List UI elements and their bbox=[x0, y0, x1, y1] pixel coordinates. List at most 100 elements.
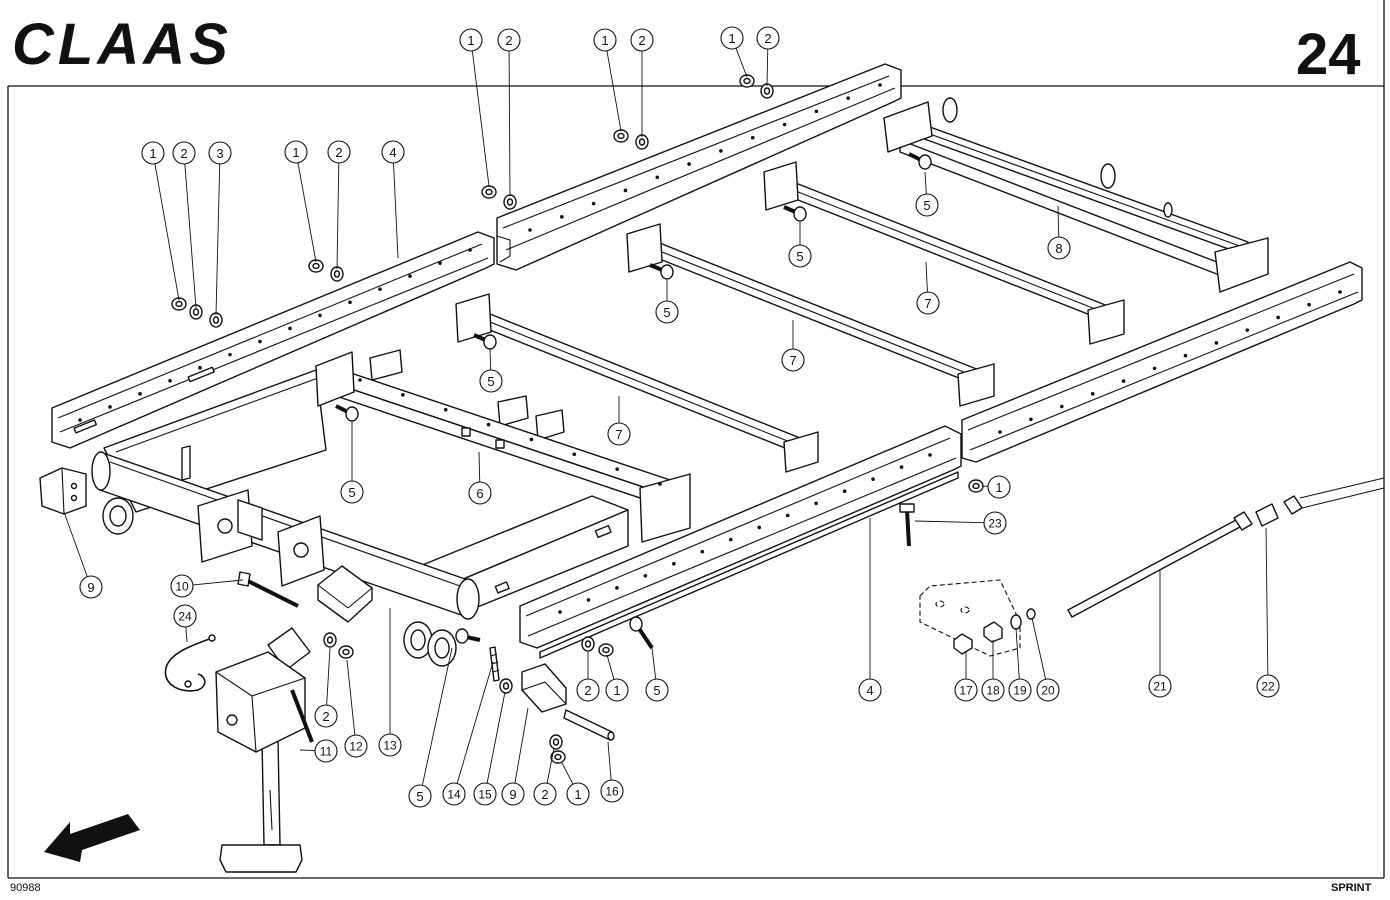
callout-number: 7 bbox=[924, 296, 931, 311]
callout-number: 1 bbox=[467, 33, 474, 48]
callout-number: 7 bbox=[615, 427, 622, 442]
washer bbox=[760, 83, 774, 99]
callout-circle bbox=[858, 678, 882, 702]
jack-foot-plate bbox=[219, 844, 303, 873]
jack-lower-tube bbox=[261, 739, 281, 846]
strap-bar bbox=[539, 471, 959, 659]
callout-14: 14 bbox=[442, 661, 494, 806]
callout-circle bbox=[501, 782, 525, 806]
bolt-hole bbox=[438, 261, 442, 265]
leader-line bbox=[766, 48, 769, 87]
bolt-hole bbox=[719, 149, 723, 153]
leader-line bbox=[326, 647, 331, 706]
callout-circle bbox=[1036, 678, 1060, 702]
bolt-hole bbox=[687, 162, 691, 166]
leader-line bbox=[1015, 627, 1020, 680]
callout-2: 2 bbox=[630, 28, 654, 137]
callout-number: 1 bbox=[574, 787, 581, 802]
carriage-bolt bbox=[335, 404, 359, 422]
bolt-hole bbox=[846, 96, 850, 100]
pin-end bbox=[607, 731, 615, 741]
fitting-17 bbox=[953, 633, 973, 655]
bolt-hole bbox=[672, 561, 676, 566]
head-edge bbox=[251, 695, 257, 753]
side-rail-left bbox=[51, 231, 495, 449]
bolt-head bbox=[237, 571, 251, 587]
bolt-23 bbox=[899, 503, 915, 547]
end-plate bbox=[455, 293, 492, 343]
tube-slot bbox=[269, 789, 273, 831]
bolt-hole bbox=[814, 109, 819, 114]
hex-nut bbox=[481, 185, 497, 199]
end-plate bbox=[763, 161, 799, 211]
drawing-frame bbox=[7, 0, 1385, 879]
coupling-22 bbox=[1255, 503, 1279, 527]
callout-circle bbox=[381, 140, 405, 164]
callout-3: 3 bbox=[208, 141, 232, 316]
cable-end bbox=[208, 634, 216, 642]
callout-5: 5 bbox=[655, 280, 679, 324]
pin-16 bbox=[563, 709, 613, 741]
callout-number: 1 bbox=[292, 145, 299, 160]
leader-line bbox=[471, 50, 490, 187]
callout-number: 5 bbox=[653, 683, 660, 698]
leader-line bbox=[184, 163, 197, 309]
leader-line bbox=[346, 659, 356, 736]
washer-bore bbox=[192, 308, 200, 316]
callout-circle bbox=[497, 28, 521, 52]
bolt-shank bbox=[247, 579, 299, 608]
flange-edge bbox=[967, 273, 1355, 431]
spring-pin bbox=[489, 646, 500, 682]
washer bbox=[499, 678, 513, 694]
bolt-hole bbox=[1090, 392, 1095, 396]
callout-1: 1 bbox=[981, 475, 1011, 499]
leader-line bbox=[561, 762, 574, 785]
leader-line bbox=[486, 691, 506, 784]
callout-number: 2 bbox=[180, 146, 187, 161]
plate-hole bbox=[293, 542, 309, 558]
callout-20: 20 bbox=[1031, 617, 1060, 702]
callout-2: 2 bbox=[172, 141, 197, 309]
flange-edge bbox=[502, 75, 890, 229]
callout-number: 1 bbox=[995, 480, 1002, 495]
hex-nut bbox=[598, 643, 614, 657]
washer-bore bbox=[326, 636, 334, 644]
bolt-holes bbox=[78, 83, 1342, 614]
callout-7: 7 bbox=[916, 261, 940, 315]
bolt-hole bbox=[785, 513, 790, 518]
callout-4: 4 bbox=[858, 518, 882, 702]
stanchion bbox=[181, 445, 191, 481]
callout-number: 5 bbox=[923, 198, 930, 213]
callout-18: 18 bbox=[981, 640, 1005, 702]
nut-bore bbox=[972, 482, 980, 490]
callout-number: 12 bbox=[349, 740, 363, 754]
bolt-hole bbox=[558, 610, 562, 614]
callout-number: 2 bbox=[638, 33, 645, 48]
carriage-bolt bbox=[455, 628, 481, 644]
leader-line bbox=[607, 741, 612, 781]
tube-edge bbox=[904, 124, 1249, 250]
callout-12: 12 bbox=[344, 659, 368, 758]
callout-5: 5 bbox=[915, 171, 939, 217]
callout-circle bbox=[378, 733, 402, 757]
leader-line bbox=[336, 162, 340, 270]
block-hole bbox=[935, 600, 945, 608]
callout-circle bbox=[954, 678, 978, 702]
cable-end bbox=[184, 680, 192, 688]
leader-line bbox=[508, 50, 511, 197]
carriage-bolt bbox=[473, 333, 497, 350]
callout-number: 21 bbox=[1153, 680, 1167, 694]
callout-number: 14 bbox=[447, 788, 461, 802]
bracket-edge bbox=[61, 467, 65, 515]
side-rail-upper bbox=[496, 63, 902, 271]
leader-line bbox=[215, 163, 221, 316]
end-plate bbox=[883, 101, 933, 153]
bolt-hole bbox=[842, 489, 847, 494]
brand-logo: CLAAS bbox=[12, 12, 232, 77]
bolt-hole bbox=[408, 274, 412, 278]
plate-hole bbox=[217, 518, 233, 534]
callout-19: 19 bbox=[1008, 627, 1032, 702]
bolt-hole bbox=[615, 586, 619, 590]
carriage-bolt bbox=[908, 152, 932, 170]
